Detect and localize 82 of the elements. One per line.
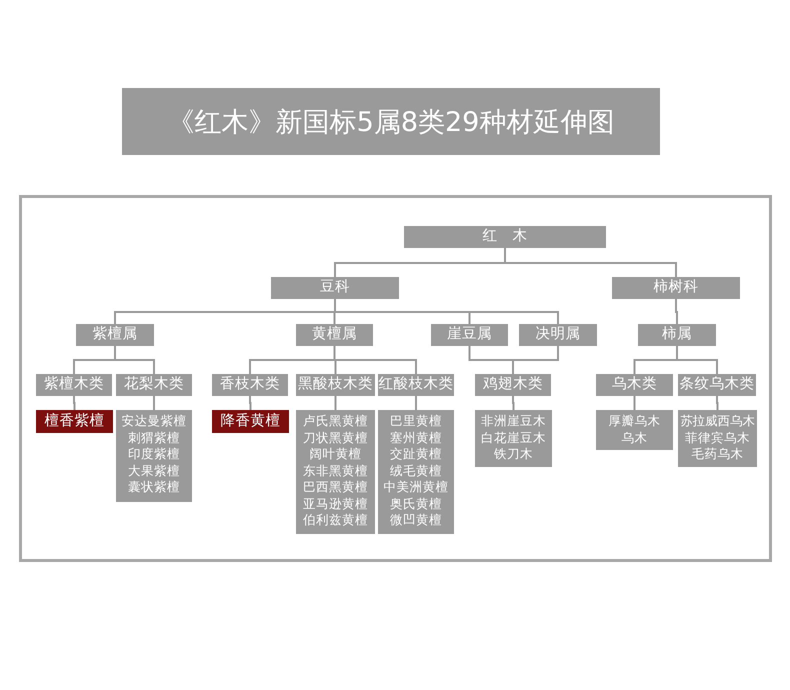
node-label: 香枝木类: [220, 376, 280, 394]
node-label: 紫檀木类: [44, 376, 104, 394]
node-label: 豆科: [320, 279, 350, 297]
connector-line: [512, 346, 559, 374]
connector-line: [415, 396, 417, 410]
species-name: 伯利兹黄檀: [303, 512, 368, 528]
node-label: 花梨木类: [124, 376, 184, 394]
category-box: [212, 374, 288, 396]
category-box: [76, 324, 154, 346]
title-banner: 《红木》新国标5属8类29种材延伸图: [122, 88, 660, 155]
connector-line: [114, 346, 155, 374]
connector-line: [675, 299, 678, 324]
species-name: 大果紫檀: [128, 462, 180, 479]
category-box: [519, 324, 597, 346]
species-name: 亚马逊黄檀: [303, 496, 368, 512]
category-box: [116, 374, 192, 396]
category-box: [36, 374, 112, 396]
category-box: [271, 277, 399, 299]
node-label: 鸡翅木类: [483, 376, 543, 394]
species-name: 阔叶黄檀: [310, 446, 362, 462]
connector-line: [249, 396, 252, 410]
node-label: 决明属: [536, 326, 580, 344]
species-name: 安达曼紫檀: [122, 413, 186, 430]
species-name: 白花崖豆木: [481, 430, 546, 446]
species-name: 菲律宾乌木: [685, 430, 750, 446]
node-label: 红 木: [482, 228, 528, 246]
species-name: 乌木: [622, 430, 648, 446]
connector-line: [153, 396, 155, 410]
category-box: [596, 374, 673, 396]
species-name: 铁刀木: [494, 446, 533, 462]
connector-line: [334, 299, 559, 324]
node-label: 崖豆属: [447, 326, 492, 344]
category-box: [431, 324, 508, 346]
node-label: 柿属: [662, 326, 692, 344]
node-label: 黑酸枝木类: [298, 376, 373, 394]
species-list-box: [378, 410, 454, 534]
node-label: 乌木类: [612, 376, 657, 394]
species-list-box: [296, 410, 375, 534]
species-name: 巴里黄檀: [390, 413, 442, 430]
connector-line: [716, 396, 718, 410]
species-list-box: [475, 410, 552, 467]
category-box: [296, 324, 373, 346]
connector-line: [334, 346, 417, 374]
connector-line: [676, 346, 718, 374]
species-name: 毛药乌木: [692, 446, 744, 462]
connector-line: [504, 248, 677, 277]
species-name: 巴西黑黄檀: [303, 479, 368, 496]
species-name: 厚瓣乌木: [608, 413, 660, 430]
node-label: 降香黄檀: [220, 412, 280, 430]
connector-line: [512, 396, 514, 410]
node-label: 条纹乌木类: [680, 376, 754, 394]
species-name: 塞州黄檀: [390, 430, 442, 446]
species-name: 印度紫檀: [128, 446, 180, 462]
species-name: 卢氏黑黄檀: [303, 413, 368, 430]
connector-line: [73, 396, 76, 410]
species-name: 奥氏黄檀: [390, 496, 442, 512]
category-box: [475, 374, 551, 396]
node-label: 檀香紫檀: [44, 412, 104, 430]
category-box: [638, 324, 716, 346]
highlighted-species-box: [36, 410, 113, 433]
species-name: 微凹黄檀: [390, 512, 442, 528]
species-list-box: [678, 410, 757, 467]
node-label: 紫檀属: [92, 326, 138, 344]
node-label: 柿树科: [654, 279, 698, 297]
species-name: 刺猬紫檀: [128, 430, 180, 446]
highlighted-species-box: [212, 410, 289, 433]
species-name: 囊状紫檀: [128, 479, 180, 496]
species-list-box: [596, 410, 673, 450]
species-name: 绒毛黄檀: [390, 462, 442, 479]
category-box: [612, 277, 740, 299]
node-label: 红酸枝木类: [378, 376, 454, 394]
species-list-box: [116, 410, 192, 502]
connector-line: [634, 396, 636, 410]
connector-line: [334, 396, 336, 410]
species-name: 刀状黑黄檀: [303, 430, 368, 446]
species-name: 苏拉威西乌木: [680, 413, 755, 430]
species-name: 非洲崖豆木: [481, 413, 546, 430]
species-name: 交趾黄檀: [390, 446, 442, 462]
category-box: [404, 226, 606, 248]
species-name: 东非黑黄檀: [303, 462, 368, 479]
node-label: 黄檀属: [312, 326, 357, 344]
species-name: 中美洲黄檀: [384, 479, 448, 496]
